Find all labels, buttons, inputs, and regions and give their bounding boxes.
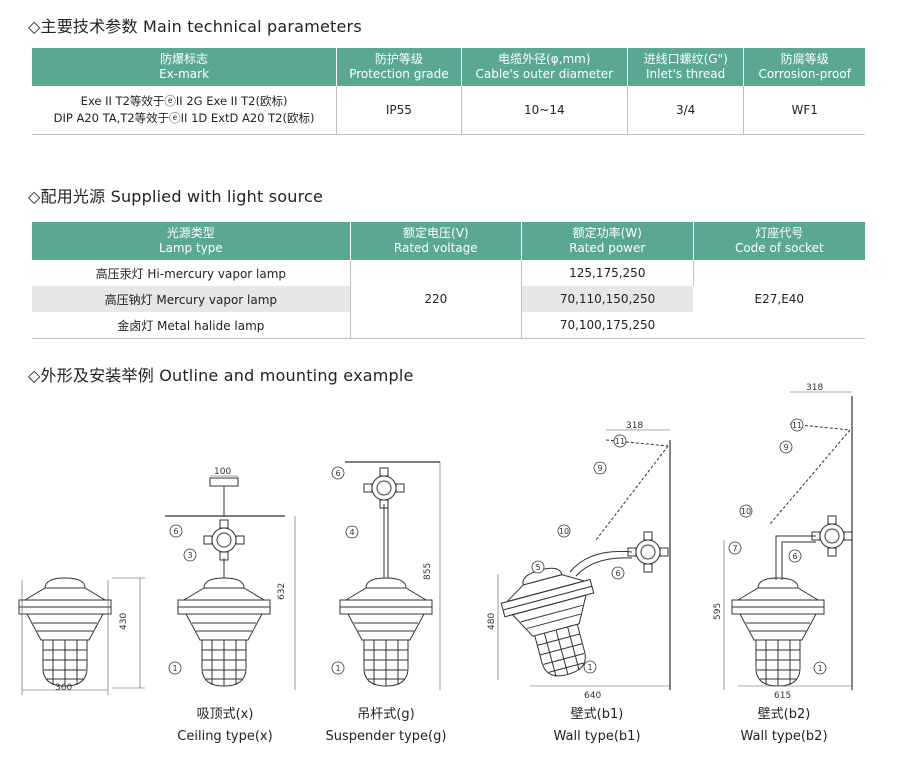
svg-text:9: 9 [783, 443, 788, 452]
callout: 1 [583, 660, 597, 674]
dim-height: 430 [119, 613, 129, 630]
section-title-light-source: ◇配用光源 Supplied with light source [28, 187, 324, 206]
figure-wall-type-b1: 318 480 640 [487, 421, 671, 701]
cell-corrosion: WF1 [743, 86, 865, 135]
cell-lamp: 高压钠灯 Mercury vapor lamp [32, 286, 351, 312]
svg-text:10: 10 [559, 527, 569, 536]
svg-text:6: 6 [792, 552, 797, 561]
figure-base-lamp: 360 430 [18, 577, 145, 695]
cell-power: 125,175,250 [521, 260, 694, 286]
caption-wall-type-b1: 壁式(b1)Wall type(b1) [553, 707, 641, 744]
header-power: 额定功率(W)Rated power [521, 222, 694, 260]
callout: 7 [728, 541, 742, 555]
part-callouts: 1 6 3 1 6 4 11 9 10 5 6 1 11 9 10 7 6 1 [168, 418, 827, 675]
table-row: 高压钠灯 Mercury vapor lamp 70,110,150,250 [32, 286, 865, 312]
header-cable: 电缆外径(φ,mm)Cable's outer diameter [461, 48, 628, 86]
callout: 1 [168, 661, 182, 675]
svg-text:1: 1 [172, 664, 177, 673]
dim-855: 855 [423, 563, 433, 580]
caption-suspender-type: 吊杆式(g)Suspender type(g) [325, 707, 447, 744]
table-row: 高压汞灯 Hi-mercury vapor lamp 220 125,175,2… [32, 260, 865, 339]
cell-exmark: Exe II T2等效于ⓔII 2G Exe II T2(欧标)DIP A20 … [32, 86, 338, 135]
svg-text:5: 5 [535, 563, 540, 572]
svg-text:6: 6 [335, 469, 340, 478]
cell-lamp: 金卤灯 Metal halide lamp [32, 312, 351, 339]
dim-640: 640 [584, 691, 601, 701]
svg-text:1: 1 [817, 664, 822, 673]
caption-wall-type-b2: 壁式(b2)Wall type(b2) [740, 707, 828, 744]
dim-595: 595 [713, 603, 723, 620]
section-title-technical: ◇主要技术参数 Main technical parameters [28, 17, 362, 36]
cell-cable: 10~14 [461, 86, 628, 135]
callout: 10 [739, 504, 753, 518]
cell-thread: 3/4 [627, 86, 745, 135]
callout: 3 [183, 548, 197, 562]
cell-power: 70,110,150,250 [521, 286, 694, 312]
callout: 1 [813, 661, 827, 675]
figure-ceiling-type: 100 632 [165, 467, 296, 690]
callout: 9 [779, 440, 793, 454]
svg-text:1: 1 [587, 663, 592, 672]
callout: 1 [331, 661, 345, 675]
cell-lamp: 高压汞灯 Hi-mercury vapor lamp [32, 260, 351, 286]
cell-power: 70,100,175,250 [521, 312, 694, 339]
cell-socket: E27,E40 [693, 260, 865, 339]
svg-text:11: 11 [792, 421, 802, 430]
dim-width: 360 [55, 683, 72, 693]
caption-ceiling-type: 吸顶式(x)Ceiling type(x) [177, 707, 273, 744]
callout: 9 [593, 461, 607, 475]
cell-protection: IP55 [336, 86, 462, 135]
header-voltage: 额定电压(V)Rated voltage [350, 222, 522, 260]
callout: 5 [531, 560, 545, 574]
svg-text:3: 3 [187, 551, 192, 560]
figure-suspender-type: 855 [339, 461, 441, 690]
dim-615: 615 [774, 691, 791, 701]
dim-318-b2: 318 [806, 383, 823, 393]
callout: 11 [790, 418, 804, 432]
dim-100: 100 [214, 467, 231, 477]
callout: 6 [788, 549, 802, 563]
dim-318: 318 [626, 421, 643, 431]
callout: 6 [611, 566, 625, 580]
table-row: Exe II T2等效于ⓔII 2G Exe II T2(欧标)DIP A20 … [32, 86, 865, 135]
svg-text:1: 1 [335, 664, 340, 673]
cell-voltage: 220 [350, 260, 522, 339]
callout: 10 [557, 524, 571, 538]
svg-text:10: 10 [741, 507, 751, 516]
callout: 6 [169, 524, 183, 538]
svg-text:9: 9 [597, 464, 602, 473]
callout: 6 [331, 466, 345, 480]
dim-480: 480 [487, 613, 497, 630]
svg-text:6: 6 [615, 569, 620, 578]
svg-text:11: 11 [615, 437, 625, 446]
svg-text:4: 4 [349, 528, 354, 537]
table-row: 金卤灯 Metal halide lamp 70,100,175,250 [32, 312, 865, 339]
callout: 4 [345, 525, 359, 539]
header-thread: 进线口螺纹(G")Inlet's thread [627, 48, 745, 86]
svg-text:7: 7 [732, 544, 737, 553]
svg-text:6: 6 [173, 527, 178, 536]
section-title-outline: ◇外形及安装举例 Outline and mounting example [28, 366, 414, 385]
dim-632: 632 [277, 583, 287, 600]
callout: 11 [613, 434, 627, 448]
